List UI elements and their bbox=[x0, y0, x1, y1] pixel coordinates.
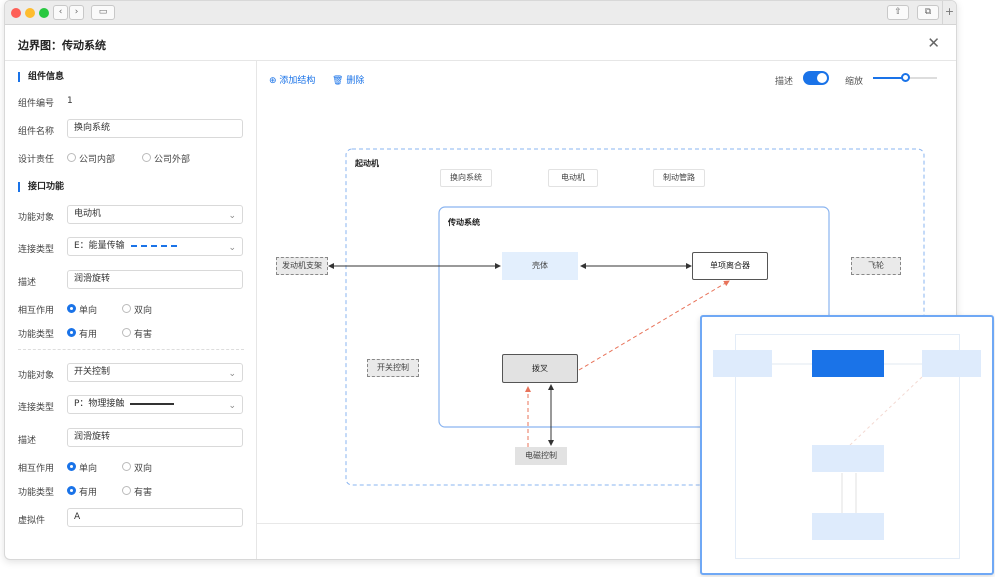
radio-oneway[interactable]: 单向 bbox=[67, 461, 97, 474]
conn-type-label: 连接类型 bbox=[18, 403, 55, 413]
zoom-label: 缩放 bbox=[845, 77, 864, 87]
minimap-block-selected bbox=[812, 350, 884, 377]
node-clutch[interactable]: 单项离合器 bbox=[692, 252, 768, 280]
node-engine-mount[interactable]: 发动机支架 bbox=[276, 257, 328, 275]
desc-input[interactable]: 润滑旋转 bbox=[67, 270, 243, 289]
radio-harmful[interactable]: 有害 bbox=[122, 327, 152, 340]
desc-input[interactable]: 润滑旋转 bbox=[67, 428, 243, 447]
interface-divider bbox=[18, 349, 244, 350]
conn-type-select[interactable]: E：能量传输 ⌄ bbox=[67, 237, 243, 256]
new-tab-icon[interactable]: + bbox=[942, 1, 956, 25]
design-resp-label: 设计责任 bbox=[18, 155, 55, 165]
add-circle-icon: ⊕ bbox=[269, 76, 277, 86]
add-structure-button[interactable]: ⊕ 添加结构 bbox=[269, 73, 315, 86]
chevron-down-icon: ⌄ bbox=[228, 401, 236, 411]
chip-brake-line[interactable]: 制动管路 bbox=[653, 169, 705, 187]
energy-line-swatch bbox=[130, 244, 177, 247]
target-select[interactable]: 开关控制 ⌄ bbox=[67, 363, 243, 382]
delete-label: 删除 bbox=[346, 76, 365, 86]
radio-twoway[interactable]: 双向 bbox=[122, 303, 152, 316]
virtual-input[interactable]: A bbox=[67, 508, 243, 527]
describe-toggle[interactable] bbox=[803, 71, 829, 85]
target-label: 功能对象 bbox=[18, 371, 55, 381]
close-window-button[interactable] bbox=[11, 8, 21, 18]
minimap-block bbox=[812, 445, 884, 472]
radio-external[interactable]: 公司外部 bbox=[142, 152, 190, 165]
sidebar-icon[interactable]: ▭ bbox=[91, 5, 115, 20]
chevron-down-icon: ⌄ bbox=[228, 211, 236, 221]
func-type-label: 功能类型 bbox=[18, 488, 55, 498]
radio-useful[interactable]: 有用 bbox=[67, 327, 97, 340]
target-select-value: 开关控制 bbox=[74, 367, 111, 377]
section-interface: 接口功能 bbox=[18, 182, 64, 192]
outer-label: 起动机 bbox=[355, 159, 379, 168]
modal-header: 边界图：传动系统 ✕ bbox=[5, 25, 956, 61]
chip-motor[interactable]: 电动机 bbox=[548, 169, 598, 187]
radio-useful[interactable]: 有用 bbox=[67, 485, 97, 498]
forward-icon[interactable]: › bbox=[69, 5, 84, 20]
zoom-slider-fill bbox=[873, 77, 905, 79]
section-component-info: 组件信息 bbox=[18, 72, 64, 82]
minimap-links bbox=[772, 363, 923, 513]
diagram-canvas[interactable] bbox=[5, 1, 957, 560]
desc-label: 描述 bbox=[18, 436, 37, 446]
minimap-viewport[interactable] bbox=[735, 334, 960, 559]
component-name-input[interactable]: 换向系统 bbox=[67, 119, 243, 138]
chevron-down-icon: ⌄ bbox=[228, 243, 236, 253]
delete-button[interactable]: 🗑 删除 bbox=[332, 73, 364, 86]
radio-oneway[interactable]: 单向 bbox=[67, 303, 97, 316]
desc-label: 描述 bbox=[18, 278, 37, 288]
node-shell[interactable]: 壳体 bbox=[502, 252, 578, 280]
radio-harmful[interactable]: 有害 bbox=[122, 485, 152, 498]
modal-title: 边界图：传动系统 bbox=[18, 39, 106, 52]
minimap-panel[interactable] bbox=[700, 315, 994, 575]
close-icon[interactable]: ✕ bbox=[927, 34, 940, 52]
target-label: 功能对象 bbox=[18, 213, 55, 223]
chevron-down-icon: ⌄ bbox=[228, 369, 236, 379]
title-bar: ‹ › ▭ ⇧ ⧉ + bbox=[5, 1, 956, 25]
target-select-value: 电动机 bbox=[74, 209, 102, 219]
chip-steering-system[interactable]: 换向系统 bbox=[440, 169, 492, 187]
tabs-icon[interactable]: ⧉ bbox=[917, 5, 939, 20]
component-id-label: 组件编号 bbox=[18, 99, 55, 109]
conn-type-value: E：能量传输 bbox=[74, 241, 125, 251]
minimize-window-button[interactable] bbox=[25, 8, 35, 18]
interaction-label: 相互作用 bbox=[18, 306, 55, 316]
component-form-panel bbox=[5, 61, 257, 559]
zoom-slider[interactable] bbox=[873, 73, 937, 82]
virtual-label: 虚拟件 bbox=[18, 516, 46, 526]
node-fork[interactable]: 拨叉 bbox=[502, 354, 578, 383]
func-type-label: 功能类型 bbox=[18, 330, 55, 340]
zoom-slider-handle[interactable] bbox=[901, 73, 910, 82]
radio-twoway[interactable]: 双向 bbox=[122, 461, 152, 474]
minimap-block bbox=[812, 513, 884, 540]
fork-clutch-link[interactable] bbox=[578, 280, 730, 371]
back-icon[interactable]: ‹ bbox=[53, 5, 68, 20]
conn-type-label: 连接类型 bbox=[18, 245, 55, 255]
node-switch-control[interactable]: 开关控制 bbox=[367, 359, 419, 377]
node-solenoid[interactable]: 电磁控制 bbox=[515, 447, 567, 465]
component-name-label: 组件名称 bbox=[18, 127, 55, 137]
radio-internal[interactable]: 公司内部 bbox=[67, 152, 115, 165]
component-id-value: 1 bbox=[67, 96, 73, 106]
node-flywheel[interactable]: 飞轮 bbox=[851, 257, 901, 275]
canvas-bottom-divider bbox=[257, 523, 956, 524]
app-window: ‹ › ▭ ⇧ ⧉ + 边界图：传动系统 ✕ 组件信息 组件编号 1 组件名称 … bbox=[4, 0, 957, 560]
minimap-block bbox=[922, 350, 981, 377]
conn-type-select[interactable]: P：物理接触 ⌄ bbox=[67, 395, 243, 414]
target-select[interactable]: 电动机 ⌄ bbox=[67, 205, 243, 224]
interaction-label: 相互作用 bbox=[18, 464, 55, 474]
add-structure-label: 添加结构 bbox=[279, 76, 316, 86]
share-icon[interactable]: ⇧ bbox=[887, 5, 909, 20]
trash-icon: 🗑 bbox=[332, 76, 344, 86]
describe-label: 描述 bbox=[775, 77, 794, 87]
contact-line-swatch bbox=[130, 402, 175, 405]
minimap-block bbox=[713, 350, 772, 377]
maximize-window-button[interactable] bbox=[39, 8, 49, 18]
conn-type-value: P：物理接触 bbox=[74, 399, 125, 409]
inner-label: 传动系统 bbox=[448, 218, 480, 227]
